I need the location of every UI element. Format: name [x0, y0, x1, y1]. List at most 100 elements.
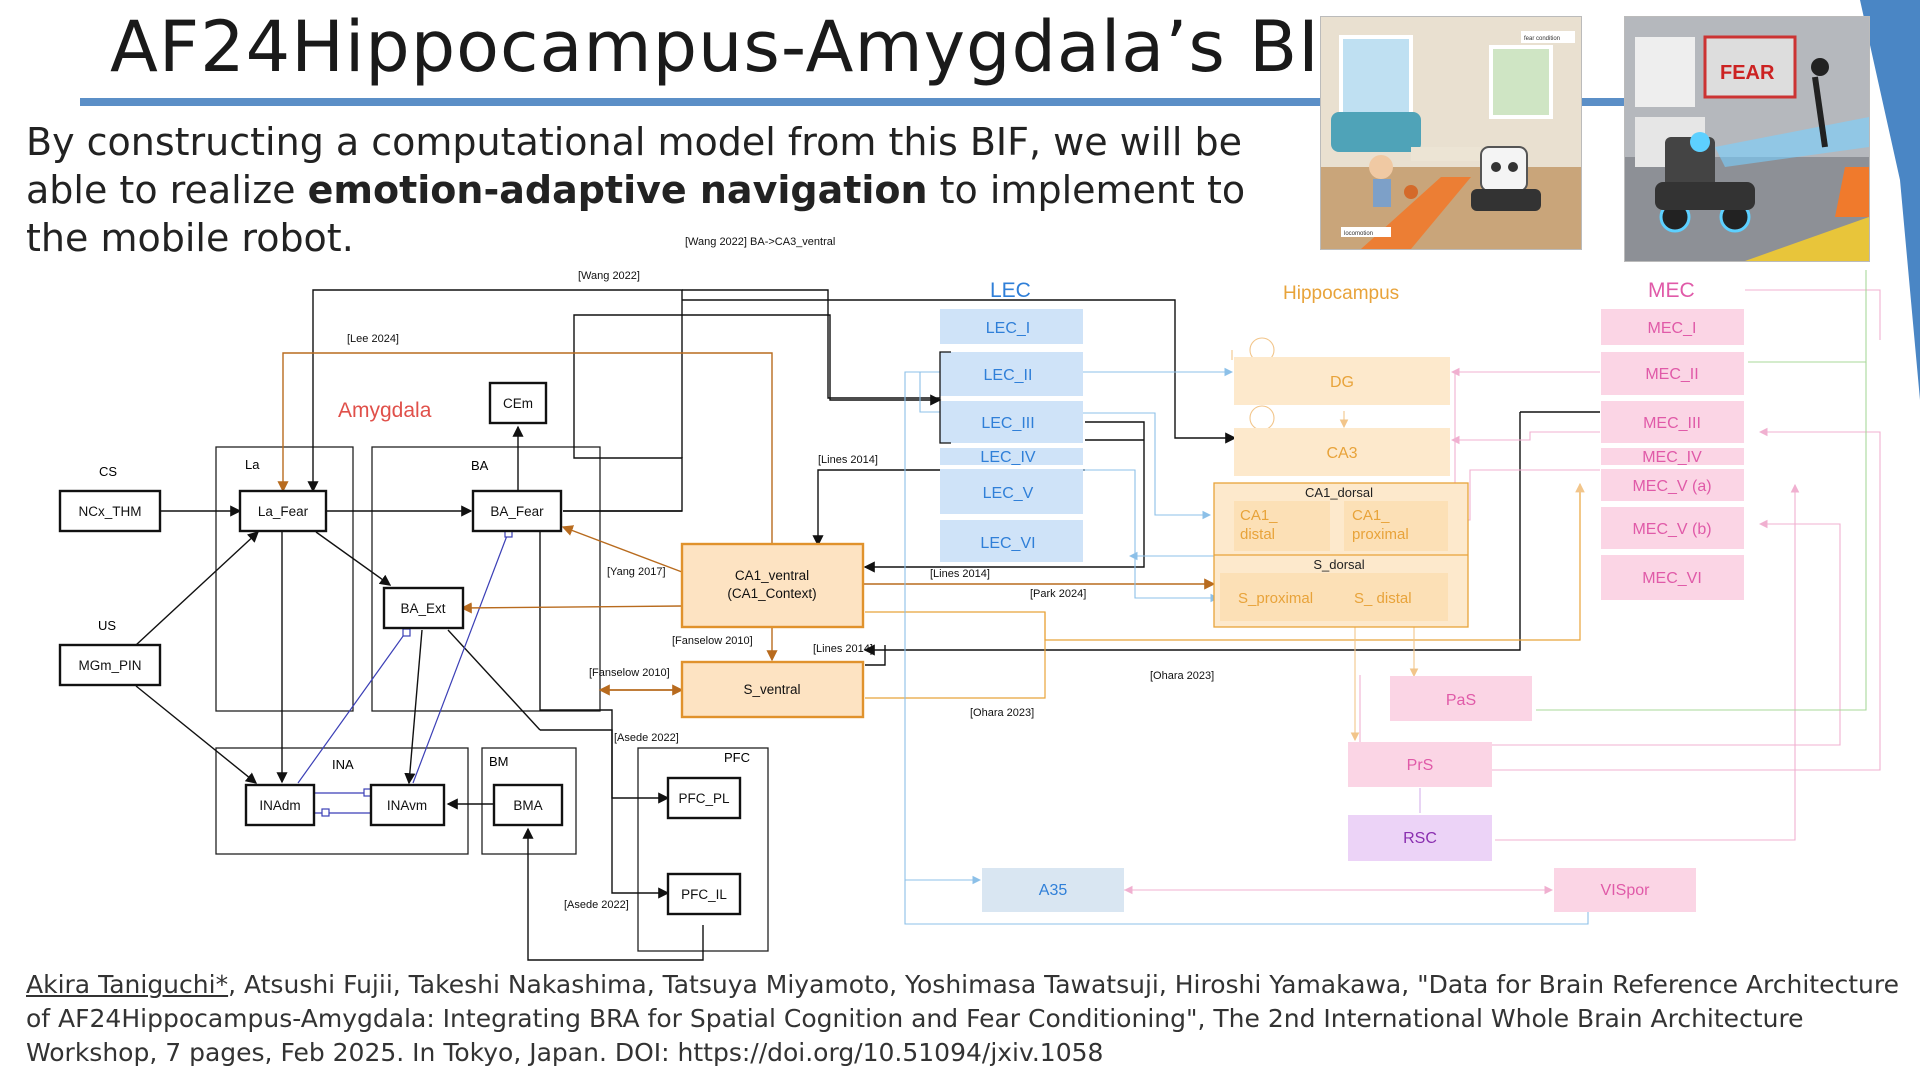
home-robot-photo: fear condition locomotion [1320, 16, 1582, 250]
ref-asede2022-b: [Asede 2022] [564, 899, 629, 911]
a35-text: A35 [1039, 882, 1068, 899]
ref-fanselow2010-a: [Fanselow 2010] [672, 635, 753, 647]
ina-group [215, 747, 469, 855]
lec-iii-text: LEC_III [981, 415, 1034, 432]
ca1-proximal-text-2: proximal [1352, 526, 1409, 543]
inavm-text: INAvm [387, 798, 427, 813]
ncx-thm-text: NCx_THM [79, 504, 142, 519]
lec-ii-text: LEC_II [984, 367, 1033, 384]
dg-text: DG [1330, 374, 1354, 391]
mec-vi-text: MEC_VI [1642, 570, 1702, 587]
la-fear-node [238, 489, 328, 533]
la-group [215, 446, 354, 712]
mec-va-node [1601, 469, 1744, 501]
vispor-node [1554, 868, 1696, 912]
ca1-ventral-text-1: CA1_ventral [735, 568, 809, 583]
mec-va-text: MEC_V (a) [1632, 478, 1711, 495]
citation-author-link[interactable]: Akira Taniguchi* [26, 970, 229, 999]
rsc-node [1348, 815, 1492, 861]
bma-node [492, 783, 564, 827]
lec-iii-node [940, 401, 1083, 443]
bm-group [481, 747, 577, 855]
intro-part1: By constructing a computational model fr… [26, 120, 1243, 212]
cem-text: CEm [503, 396, 533, 411]
mec-i-node [1601, 309, 1744, 345]
inadm-node [244, 783, 316, 827]
ncx-thm-node [58, 489, 162, 533]
pfc-il-text: PFC_IL [681, 887, 727, 902]
ref-lines2014-b: [Lines 2014] [930, 568, 990, 580]
ba-group [371, 446, 601, 712]
pfc-group-label: PFC [724, 750, 750, 765]
rsc-text: RSC [1403, 830, 1437, 847]
title-rule [80, 98, 1670, 106]
citation: Akira Taniguchi*, Atsushi Fujii, Takeshi… [26, 968, 1906, 1070]
fear-photo-label: FEAR [1720, 62, 1775, 84]
inadm-text: INAdm [259, 798, 300, 813]
home-photo-label: fear condition [1524, 36, 1560, 42]
ba-fear-text: BA_Fear [490, 504, 544, 519]
prs-node [1348, 742, 1492, 787]
mec-iv-node [1601, 448, 1744, 465]
ref-asede2022-a: [Asede 2022] [614, 732, 679, 744]
mec-vi-node [1601, 555, 1744, 600]
lec-vi-text: LEC_VI [980, 535, 1035, 552]
corner-decoration [1860, 0, 1920, 400]
s-ventral-node [680, 660, 865, 719]
slide-title: AF24Hippocampus-Amygdala’s BIF [110, 6, 1362, 88]
la-fear-text: La_Fear [258, 504, 309, 519]
cs-label: CS [99, 464, 117, 479]
mec-iv-text: MEC_IV [1642, 449, 1702, 466]
ref-wang2022-ca3: [Wang 2022] BA->CA3_ventral [685, 236, 835, 248]
lec-vi-node [940, 520, 1083, 562]
hippocampus-label: Hippocampus [1283, 283, 1399, 304]
mec-ii-node [1601, 352, 1744, 395]
intro-bold: emotion-adaptive navigation [307, 168, 928, 212]
lec-iv-node [940, 448, 1083, 465]
ba-ext-text: BA_Ext [400, 601, 445, 616]
lec-label: LEC [990, 279, 1031, 302]
inavm-node [369, 783, 446, 827]
cem-node [488, 381, 548, 425]
lec-ii-node [940, 352, 1083, 396]
ref-ohara2023-a: [Ohara 2023] [1150, 670, 1214, 682]
ref-lines2014-c: [Lines 2014] [813, 643, 873, 655]
citation-rest: , Atsushi Fujii, Takeshi Nakashima, Tats… [26, 970, 1899, 1067]
ref-park2024: [Park 2024] [1030, 588, 1086, 600]
s-ventral-text: S_ventral [743, 682, 800, 697]
ca1-distal-text-2: distal [1240, 526, 1275, 543]
lec-v-text: LEC_V [983, 485, 1034, 502]
mec-i-text: MEC_I [1648, 320, 1697, 337]
ba-fear-node [471, 489, 563, 533]
ca1-ventral-node [680, 542, 865, 629]
ref-wang2022: [Wang 2022] [578, 270, 640, 282]
mec-label: MEC [1648, 279, 1695, 302]
us-label: US [98, 618, 116, 633]
ba-ext-node [382, 586, 465, 630]
lec-iv-text: LEC_IV [980, 449, 1035, 466]
ina-group-label: INA [332, 757, 354, 772]
pfc-pl-text: PFC_PL [678, 791, 730, 806]
bma-text: BMA [513, 798, 542, 813]
mgm-pin-node [58, 643, 162, 687]
mec-ii-text: MEC_II [1645, 366, 1698, 383]
mec-vb-text: MEC_V (b) [1632, 521, 1711, 538]
ba-group-label: BA [471, 458, 489, 473]
s-dorsal-label: S_dorsal [1313, 557, 1364, 572]
intro-text: By constructing a computational model fr… [26, 118, 1286, 262]
s-distal-text: S_ distal [1354, 590, 1412, 607]
lec-i-text: LEC_I [986, 320, 1030, 337]
ca1-proximal-text-1: CA1_ [1352, 507, 1390, 524]
bm-group-label: BM [489, 754, 509, 769]
ca1-ventral-text-2: (CA1_Context) [727, 586, 816, 601]
lec-i-node [940, 309, 1083, 344]
prs-text: PrS [1407, 757, 1434, 774]
ca1-dorsal-label: CA1_dorsal [1305, 485, 1373, 500]
mec-vb-node [1601, 507, 1744, 549]
vispor-text: VISpor [1601, 882, 1651, 899]
ca3-node [1234, 428, 1450, 476]
ref-lines2014-a: [Lines 2014] [818, 454, 878, 466]
a35-node [982, 868, 1124, 912]
pfc-pl-node [666, 776, 742, 820]
